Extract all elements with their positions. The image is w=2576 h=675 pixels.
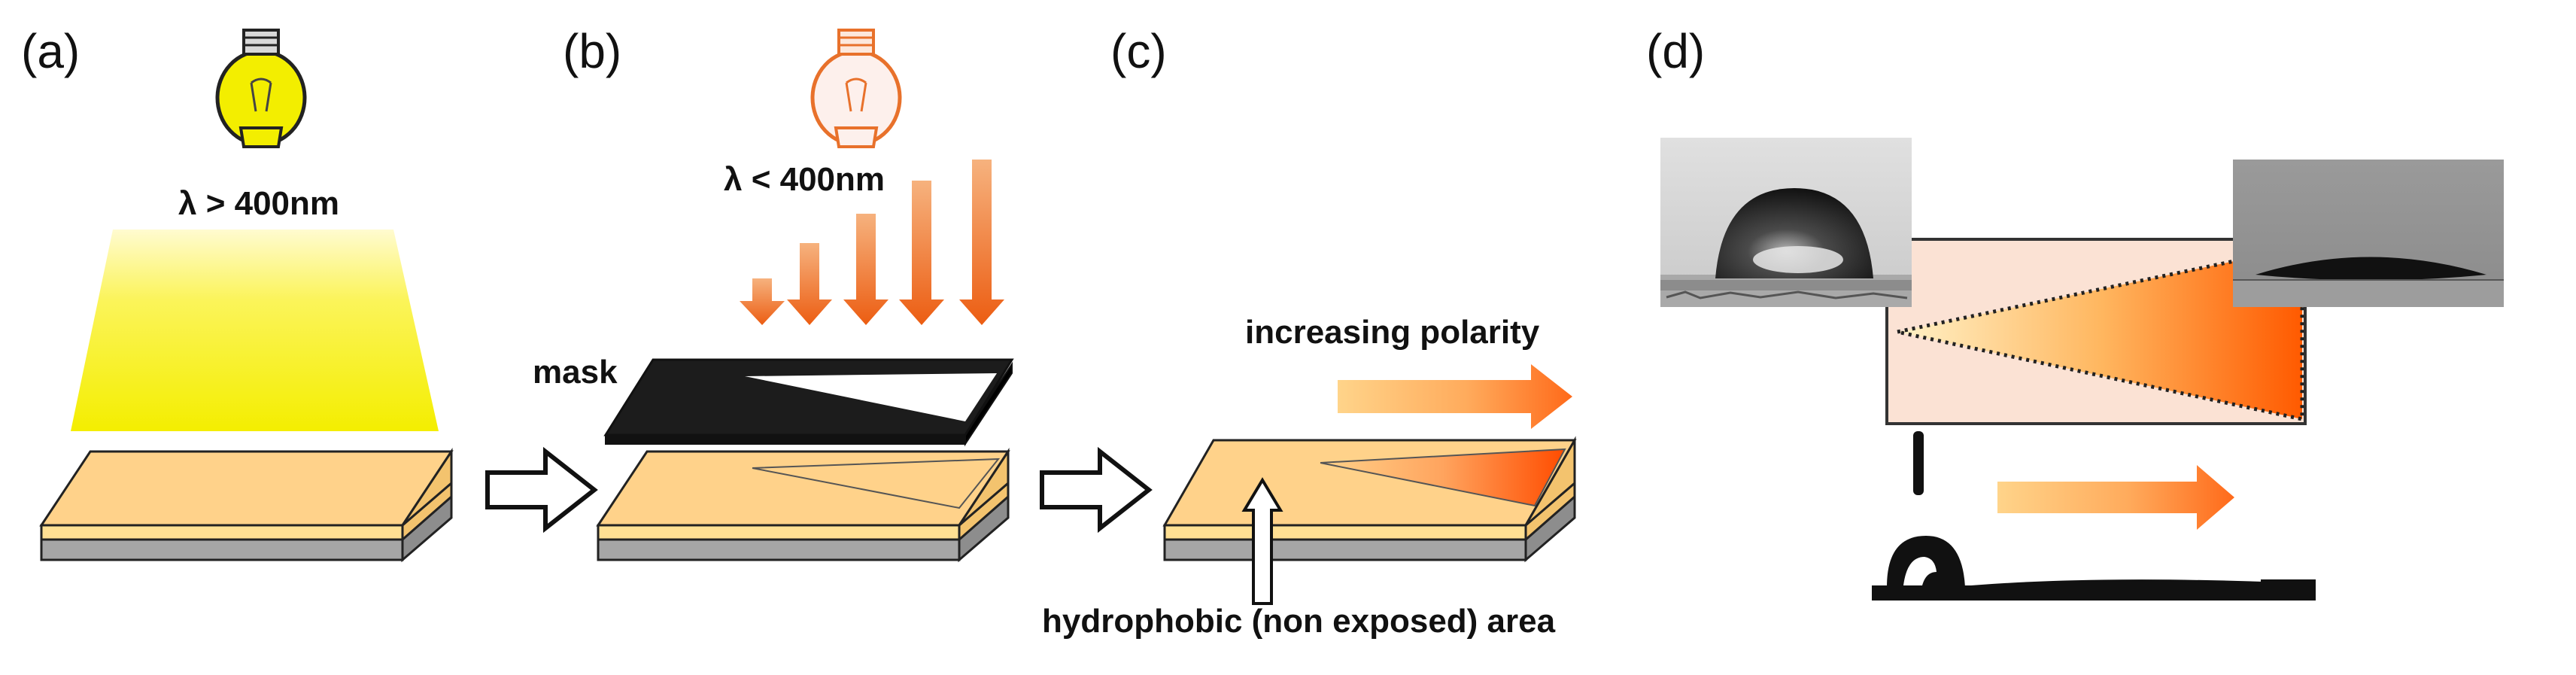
panel-c: (c) increasing polarity hydrophobic (non…	[1042, 24, 1577, 640]
hydrophilic-gradient-wedge	[1320, 449, 1565, 506]
downward-arrow-icon	[843, 214, 889, 325]
downward-arrow-icon	[787, 243, 832, 325]
film-sample-a	[39, 448, 454, 563]
uv-wavelength-label: λ < 400nm	[724, 161, 885, 198]
pointer-arrow-icon	[1241, 477, 1283, 605]
syringe-needle	[1913, 431, 1924, 495]
mask-opening	[745, 373, 997, 421]
photomask	[603, 358, 1014, 447]
film-sample-b	[596, 448, 1010, 563]
downward-arrow-icon	[740, 278, 785, 325]
panel-d: (d)	[1646, 24, 2504, 601]
panel-b: (b) λ < 400nm mask	[533, 24, 1153, 563]
block-arrow-icon	[1040, 446, 1153, 534]
panel-c-label: (c)	[1110, 24, 1167, 78]
panel-d-label: (d)	[1646, 24, 1705, 78]
hydrophobic-droplet-photo	[1660, 138, 1912, 307]
spreading-direction-arrow-icon	[1997, 465, 2234, 530]
panel-a-label: (a)	[21, 24, 80, 78]
orange-uv-bulb-icon	[810, 29, 902, 148]
panel-b-label: (b)	[563, 24, 621, 78]
polarity-arrow-icon	[1338, 364, 1572, 429]
mask-label: mask	[533, 354, 618, 391]
droplet-side-profile	[1872, 536, 2316, 601]
hydrophilic-droplet-photo	[2233, 160, 2504, 307]
yellow-light-bulb-icon	[215, 29, 307, 148]
film-sample-c	[1162, 436, 1577, 563]
gradient-wedge	[1897, 247, 2302, 419]
visible-light-beam	[71, 230, 439, 431]
downward-arrow-icon	[899, 181, 944, 325]
downward-arrow-icon	[959, 160, 1004, 325]
increasing-polarity-label: increasing polarity	[1245, 314, 1540, 351]
block-arrow-icon	[485, 446, 598, 534]
panel-a: (a) λ > 400nm	[21, 24, 598, 563]
hydrophobic-area-label: hydrophobic (non exposed) area	[1042, 603, 1556, 640]
visible-wavelength-label: λ > 400nm	[178, 185, 339, 222]
uv-arrows	[740, 160, 1004, 325]
